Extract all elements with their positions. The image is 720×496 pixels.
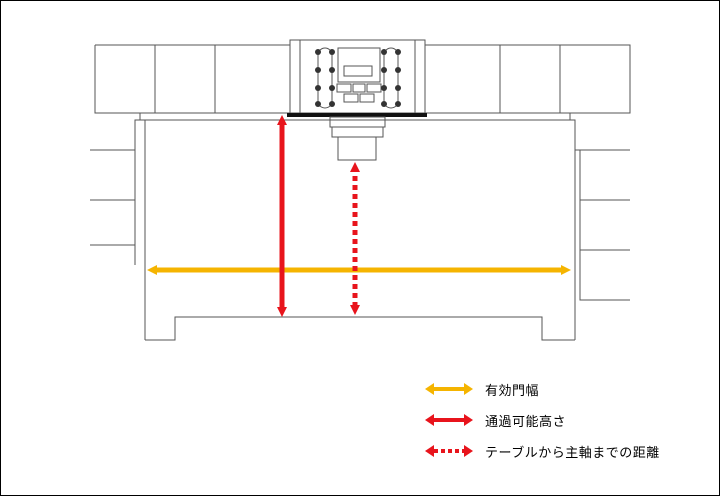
legend-label: テーブルから主軸までの距離 [485, 446, 660, 461]
spindle-head [289, 39, 426, 114]
legend-label: 通過可能高さ [485, 415, 567, 430]
legend-swatch-dotted-red [425, 445, 473, 457]
right-column [569, 113, 630, 340]
left-column [90, 113, 146, 340]
legend-label: 有効門幅 [485, 384, 540, 399]
legend-swatch-solid-red [425, 414, 473, 426]
spindle-base-plate [287, 113, 427, 117]
crossrail [94, 44, 631, 114]
legend-swatch-solid-yellow [425, 383, 473, 395]
spindle-bolts [315, 49, 401, 107]
spindle-nose [329, 116, 386, 161]
gate-opening [145, 119, 575, 341]
